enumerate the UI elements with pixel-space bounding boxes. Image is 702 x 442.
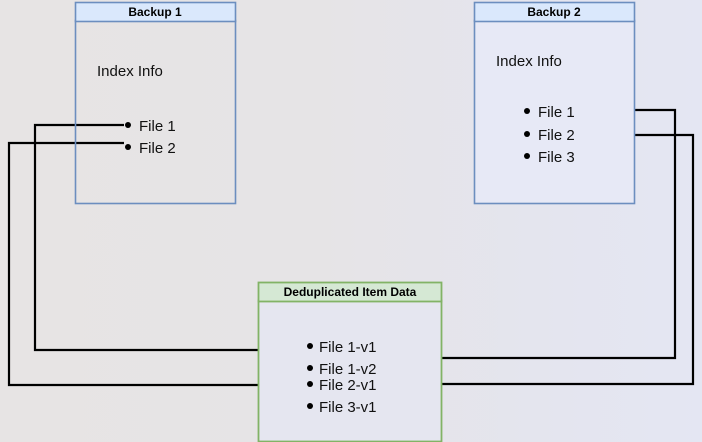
dedup-item-label: File 3-v1	[319, 399, 377, 416]
connector-backup2-file1-to-file1v2	[401, 108, 677, 360]
list-item[interactable]: File 3-v1	[307, 399, 377, 416]
dedup-item-label: File 1-v1	[319, 339, 377, 356]
list-item[interactable]: File 1-v2	[307, 361, 377, 378]
backup1-item-label: File 2	[139, 140, 176, 157]
connector-backup1-file1-to-file1v1	[33, 123, 297, 352]
bullet-icon	[307, 343, 313, 349]
bullet-icon	[125, 122, 131, 128]
connector-backup1-file2-to-file2v1	[7, 141, 297, 387]
backup2-item-list: File 1 File 2 File 3	[524, 104, 575, 166]
backup1-header-bar	[74, 1, 237, 23]
list-item[interactable]: File 1	[524, 104, 575, 121]
dedup-item-list: File 1-v1 File 1-v2 File 2-v1 File 3-v1	[307, 339, 377, 416]
dedup-body	[257, 299, 443, 442]
backup2-item-label: File 3	[538, 149, 575, 166]
backup1-title: Backup 1	[128, 5, 182, 19]
box-deduplicated-item-data[interactable]: Deduplicated Item Data File 1-v1 File 1-…	[257, 281, 443, 442]
dedup-title: Deduplicated Item Data	[284, 285, 417, 299]
dedup-item-label: File 2-v1	[319, 377, 377, 394]
box-backup1[interactable]: Backup 1 Index Info File 1 File 2	[74, 1, 237, 205]
backup2-title: Backup 2	[527, 5, 581, 19]
list-item[interactable]: File 1	[125, 118, 176, 135]
bullet-icon	[307, 381, 313, 387]
bullet-icon	[524, 131, 530, 137]
backup2-item-label: File 2	[538, 127, 575, 144]
list-item[interactable]: File 2	[524, 127, 575, 144]
backup1-body	[74, 19, 237, 205]
backup2-header-bar	[473, 1, 636, 23]
dedup-item-label: File 1-v2	[319, 361, 377, 378]
list-item[interactable]: File 3	[524, 149, 575, 166]
backup1-item-label: File 1	[139, 118, 176, 135]
list-item[interactable]: File 1-v1	[307, 339, 377, 356]
list-item[interactable]: File 2	[125, 140, 176, 157]
dedup-header-bar	[257, 281, 443, 303]
backup2-body	[473, 19, 636, 205]
bullet-icon	[524, 108, 530, 114]
bullet-icon	[125, 144, 131, 150]
list-item[interactable]: File 2-v1	[307, 377, 377, 394]
bullet-icon	[524, 153, 530, 159]
bullet-icon	[307, 403, 313, 409]
bullet-icon	[307, 365, 313, 371]
backup2-heading: Index Info	[496, 53, 562, 70]
box-backup2[interactable]: Backup 2 Index Info File 1 File 2 File 3	[473, 1, 636, 205]
backup1-heading: Index Info	[97, 63, 163, 80]
connector-backup2-file2-to-file2v1	[401, 133, 695, 386]
backup2-item-label: File 1	[538, 104, 575, 121]
backup1-item-list: File 1 File 2	[125, 118, 176, 157]
